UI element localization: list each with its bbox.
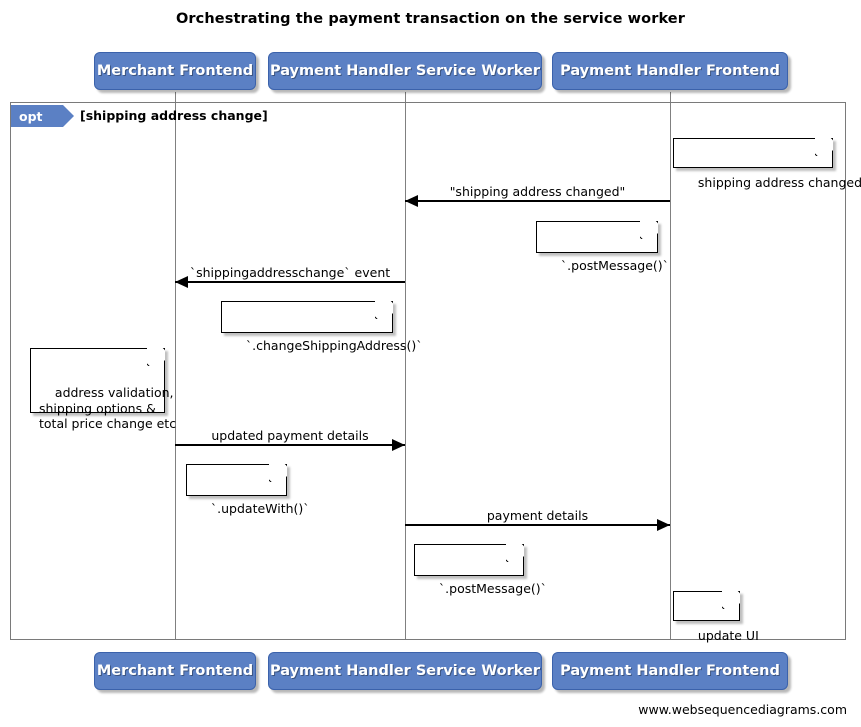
lifeline-merchant-frontend (175, 92, 176, 640)
arrowhead-right-icon (657, 519, 670, 531)
actor-box-top-payment-handler-service-worker[interactable]: Payment Handler Service Worker (268, 52, 542, 90)
arrowhead-left-icon (175, 276, 188, 288)
fragment-opt-guard: [shipping address change] (80, 108, 268, 123)
note-text: `.postMessage()` (560, 258, 669, 273)
fragment-opt-frame (10, 102, 846, 640)
note-shipping-address-changed: shipping address changed (673, 138, 861, 190)
diagram-title: Orchestrating the payment transaction on… (176, 11, 685, 27)
message-line-shipping-address-changed (405, 200, 670, 202)
actor-label: Payment Handler Frontend (560, 63, 780, 79)
note-fold-icon (815, 138, 833, 156)
note-text: shipping address changed (697, 175, 861, 190)
actor-box-bottom-merchant-frontend[interactable]: Merchant Frontend (94, 652, 256, 690)
actor-box-top-merchant-frontend[interactable]: Merchant Frontend (94, 52, 256, 90)
note-change-shipping-address: `.changeShippingAddress()` (221, 301, 422, 353)
note-address-validation: address validation, shipping options & t… (30, 348, 176, 431)
note-post-message-2: `.postMessage()` (414, 544, 547, 596)
note-text: address validation, shipping options & t… (39, 385, 177, 431)
note-post-message-1: `.postMessage()` (536, 221, 669, 273)
message-label-payment-details: payment details (486, 508, 589, 523)
message-label-shipping-address-changed: "shipping address changed" (449, 184, 626, 199)
actor-box-top-payment-handler-frontend[interactable]: Payment Handler Frontend (552, 52, 788, 90)
note-update-ui: update UI (673, 591, 759, 643)
message-line-updated-payment-details (175, 444, 405, 446)
actor-label: Payment Handler Frontend (560, 663, 780, 679)
note-update-with: `.updateWith()` (186, 464, 310, 516)
arrowhead-left-icon (405, 195, 418, 207)
note-text: update UI (697, 628, 759, 643)
fragment-opt-tag: opt (11, 105, 74, 127)
message-label-updated-payment-details: updated payment details (211, 428, 369, 443)
message-line-payment-details (405, 524, 670, 526)
note-fold-icon (722, 591, 740, 609)
actor-box-bottom-payment-handler-service-worker[interactable]: Payment Handler Service Worker (268, 652, 542, 690)
note-fold-icon (147, 348, 165, 366)
actor-box-bottom-payment-handler-frontend[interactable]: Payment Handler Frontend (552, 652, 788, 690)
note-fold-icon (269, 464, 287, 482)
note-fold-icon (506, 544, 524, 562)
footer-watermark: www.websequencediagrams.com (638, 702, 847, 717)
note-text: `.changeShippingAddress()` (245, 338, 423, 353)
actor-label: Merchant Frontend (96, 63, 254, 79)
fragment-opt-tag-label: opt (19, 108, 43, 124)
actor-label: Merchant Frontend (96, 663, 254, 679)
note-text: `.postMessage()` (438, 581, 547, 596)
note-fold-icon (640, 221, 658, 239)
message-line-shippingaddresschange-event (175, 281, 405, 283)
lifeline-payment-handler-frontend (670, 92, 671, 640)
message-label-shippingaddresschange-event: `shippingaddresschange` event (189, 265, 391, 280)
note-fold-icon (375, 301, 393, 319)
note-text: `.updateWith()` (210, 501, 310, 516)
lifeline-payment-handler-service-worker (405, 92, 406, 640)
arrowhead-right-icon (392, 439, 405, 451)
actor-label: Payment Handler Service Worker (269, 63, 541, 79)
actor-label: Payment Handler Service Worker (269, 663, 541, 679)
